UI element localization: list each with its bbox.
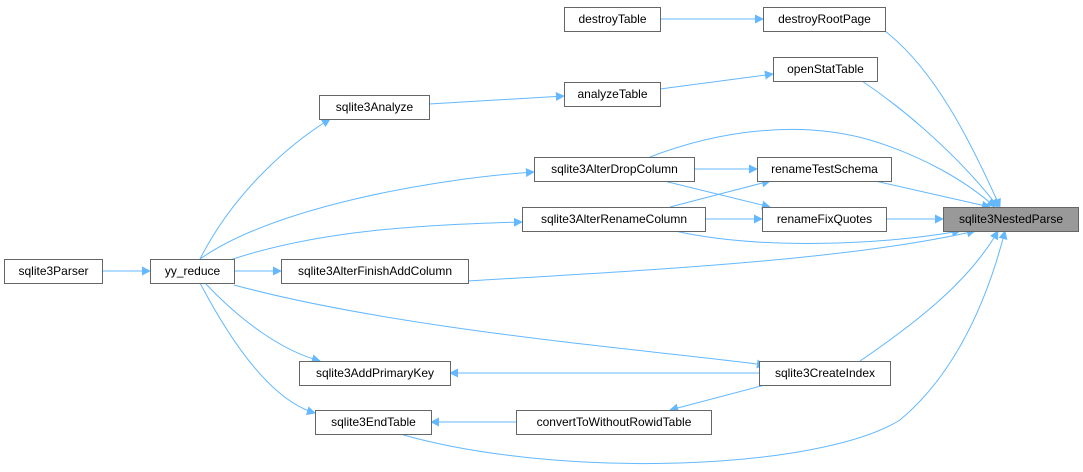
- node-label: openStatTable: [787, 62, 864, 76]
- node-sqlite3NestedParse[interactable]: sqlite3NestedParse: [943, 207, 1079, 232]
- edge-sqlite3AlterRenameColumn-to-renameTestSchema: [669, 178, 771, 208]
- node-label: analyzeTable: [577, 87, 647, 101]
- node-label: sqlite3EndTable: [331, 415, 416, 429]
- node-label: renameTestSchema: [771, 162, 878, 176]
- edge-sqlite3AlterDropColumn-to-renameFixQuotes: [663, 180, 771, 210]
- node-sqlite3EndTable[interactable]: sqlite3EndTable: [315, 410, 432, 435]
- node-sqlite3AlterDropColumn[interactable]: sqlite3AlterDropColumn: [534, 157, 695, 182]
- node-label: destroyRootPage: [778, 12, 871, 26]
- edge-yy_reduce-to-sqlite3CreateIndex: [233, 284, 766, 369]
- node-renameFixQuotes[interactable]: renameFixQuotes: [762, 207, 887, 232]
- edge-destroyRootPage-to-sqlite3NestedParse: [884, 30, 1001, 208]
- node-box[interactable]: [4, 259, 103, 284]
- node-label: sqlite3AlterFinishAddColumn: [298, 264, 452, 278]
- node-label: sqlite3AlterDropColumn: [551, 162, 678, 176]
- node-box[interactable]: [150, 259, 235, 284]
- edge-yy_reduce-to-sqlite3AlterRenameColumn: [229, 217, 523, 261]
- node-destroyRootPage[interactable]: destroyRootPage: [763, 7, 886, 32]
- node-openStatTable[interactable]: openStatTable: [773, 57, 878, 82]
- node-box[interactable]: [943, 207, 1079, 232]
- node-label: sqlite3Analyze: [336, 100, 414, 114]
- edge-sqlite3CreateIndex-to-sqlite3NestedParse: [859, 230, 999, 362]
- edge-sqlite3AlterFinishAddColumn-to-sqlite3NestedParse: [467, 228, 976, 282]
- edge-renameTestSchema-to-sqlite3NestedParse: [874, 180, 991, 210]
- node-label: sqlite3CreateIndex: [775, 366, 875, 380]
- node-layer: destroyTable destroyRootPage openStatTable…: [4, 7, 1079, 435]
- edge-sqlite3EndTable-to-sqlite3NestedParse: [399, 230, 1008, 465]
- node-box[interactable]: [516, 410, 712, 435]
- node-label: sqlite3NestedParse: [959, 212, 1063, 226]
- node-box[interactable]: [564, 7, 661, 32]
- edge-openStatTable-to-sqlite3NestedParse: [861, 80, 999, 208]
- node-box[interactable]: [564, 82, 661, 107]
- node-sqlite3Analyze[interactable]: sqlite3Analyze: [319, 95, 430, 120]
- node-convertToWithoutRowidTable[interactable]: convertToWithoutRowidTable: [516, 410, 712, 435]
- node-box[interactable]: [763, 7, 886, 32]
- edge-layer: [102, 14, 1008, 465]
- node-box[interactable]: [299, 361, 451, 386]
- edge-sqlite3AlterDropColumn-to-sqlite3NestedParse: [649, 128, 996, 208]
- node-label: sqlite3AddPrimaryKey: [316, 366, 434, 380]
- node-box[interactable]: [522, 207, 706, 232]
- node-destroyTable[interactable]: destroyTable: [564, 7, 661, 32]
- node-label: convertToWithoutRowidTable: [537, 415, 692, 429]
- node-box[interactable]: [534, 157, 695, 182]
- node-sqlite3AlterRenameColumn[interactable]: sqlite3AlterRenameColumn: [522, 207, 706, 232]
- edge-sqlite3AlterRenameColumn-to-sqlite3NestedParse: [674, 227, 961, 244]
- node-box[interactable]: [757, 157, 892, 182]
- node-box[interactable]: [315, 410, 432, 435]
- node-box[interactable]: [281, 259, 469, 284]
- node-box[interactable]: [762, 207, 887, 232]
- node-sqlite3AlterFinishAddColumn[interactable]: sqlite3AlterFinishAddColumn: [281, 259, 469, 284]
- node-box[interactable]: [759, 361, 891, 386]
- edge-yy_reduce-to-sqlite3EndTable: [199, 282, 316, 416]
- node-sqlite3CreateIndex[interactable]: sqlite3CreateIndex: [759, 361, 891, 386]
- node-box[interactable]: [319, 95, 430, 120]
- node-label: yy_reduce: [165, 264, 221, 278]
- edge-yy_reduce-to-sqlite3AddPrimaryKey: [204, 282, 321, 364]
- node-label: sqlite3AlterRenameColumn: [541, 212, 687, 226]
- node-renameTestSchema[interactable]: renameTestSchema: [757, 157, 892, 182]
- node-analyzeTable[interactable]: analyzeTable: [564, 82, 661, 107]
- node-box[interactable]: [773, 57, 878, 82]
- edge-analyzeTable-to-openStatTable: [659, 70, 774, 90]
- edge-yy_reduce-to-sqlite3AlterDropColumn: [199, 168, 535, 260]
- edge-sqlite3CreateIndex-to-convertToWithoutRowidTable: [669, 384, 766, 413]
- node-yy_reduce[interactable]: yy_reduce: [150, 259, 235, 284]
- node-sqlite3AddPrimaryKey[interactable]: sqlite3AddPrimaryKey: [299, 361, 451, 386]
- node-sqlite3Parser[interactable]: sqlite3Parser: [4, 259, 103, 284]
- edge-yy_reduce-to-sqlite3Analyze: [199, 118, 331, 260]
- edge-sqlite3Analyze-to-analyzeTable: [428, 91, 565, 105]
- node-label: renameFixQuotes: [777, 212, 872, 226]
- node-label: destroyTable: [578, 12, 646, 26]
- node-label: sqlite3Parser: [18, 264, 88, 278]
